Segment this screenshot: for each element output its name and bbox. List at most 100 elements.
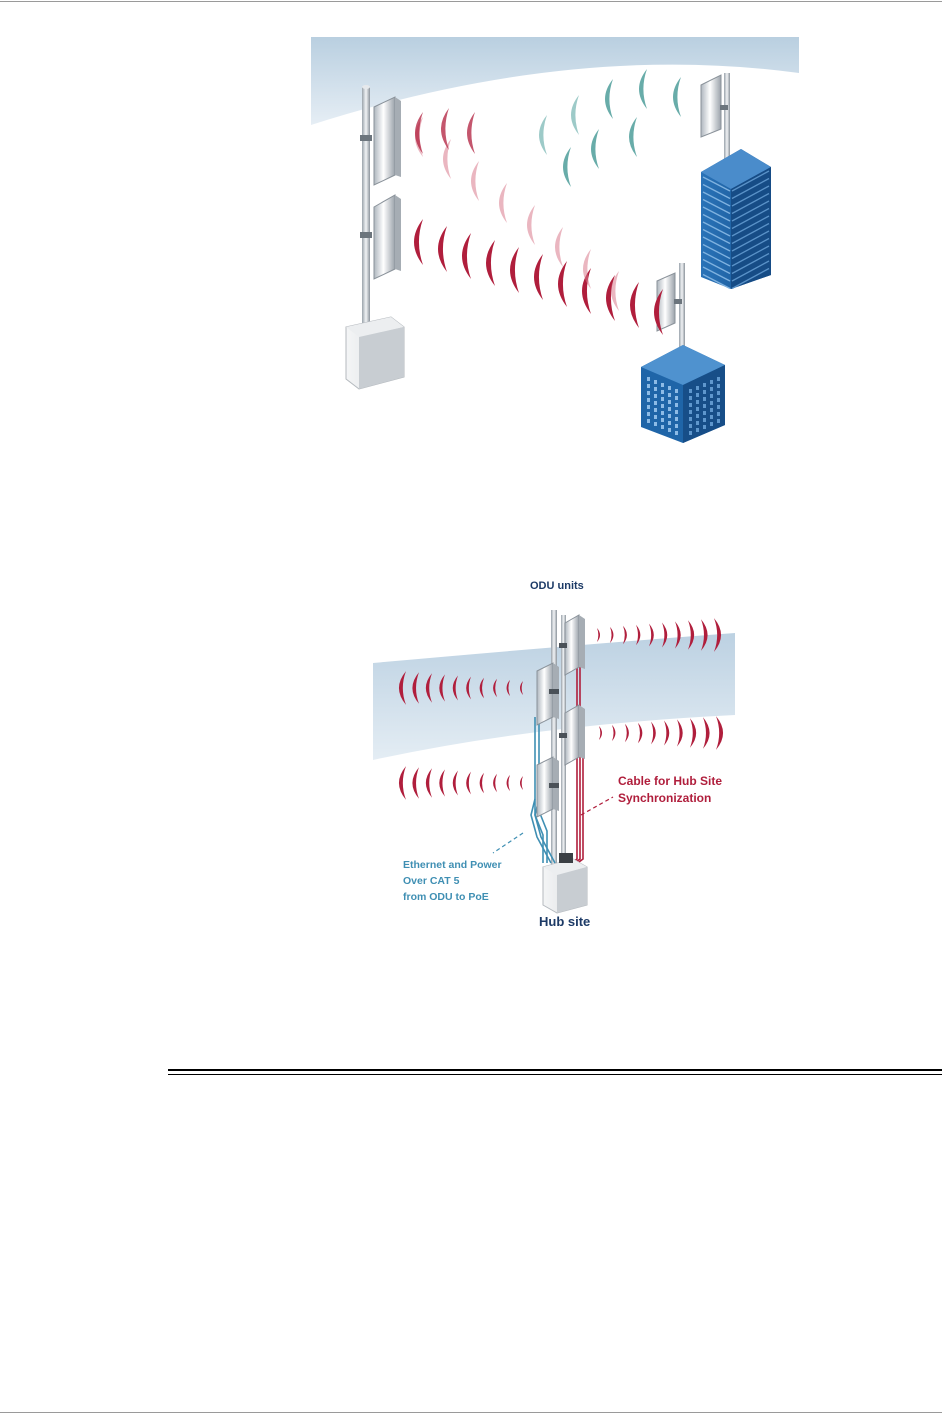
left-mast [362,87,370,327]
building-window [668,386,671,390]
building-window [654,408,657,412]
building-window [647,419,650,423]
hub-site-figure: ODU units Hub site Cable for Hub Site Sy… [373,575,735,937]
section-rule-thin [168,1074,942,1075]
hub-link-arc [399,766,406,800]
red-link-arc [414,219,423,265]
building-window [654,422,657,426]
odu-lower-left [537,757,559,817]
building-window [668,428,671,432]
upper-red-arc [467,112,475,154]
building-window [696,407,699,411]
building-window [675,396,678,400]
teal-link-arc [639,69,647,109]
building-window [647,391,650,395]
building-window [696,400,699,404]
building-window [689,389,692,393]
sync-leader-line [581,797,613,815]
building-window [717,398,720,402]
teal-link-arc [563,147,571,187]
red-link-arc [558,261,567,307]
building-window [703,404,706,408]
poe-label-line2: Over CAT 5 [403,875,460,887]
hub-link-arc [651,722,656,745]
building-window [696,414,699,418]
signal-arcs [414,69,681,335]
building-window [675,417,678,421]
building-window [689,403,692,407]
wireless-links-illustration [311,37,799,447]
red-link-arc [486,240,495,286]
building-window [710,401,713,405]
hub-link-arc [612,725,615,741]
building-window [661,418,664,422]
hub-link-arc [638,723,642,744]
building-window [654,394,657,398]
building-window [647,398,650,402]
building-window [703,425,706,429]
building-window [661,383,664,387]
building-window [668,393,671,397]
page-top-border [0,1,942,2]
hub-link-arc [703,717,710,749]
red-link-arc [462,233,471,279]
building-window [654,415,657,419]
building-window [696,421,699,425]
building-window [710,394,713,398]
building-window [654,380,657,384]
hub-link-arc [520,776,523,790]
odu-units-label: ODU units [530,580,584,592]
teal-link-arc [605,79,613,119]
building-window [661,397,664,401]
lower-right-odu [657,273,682,331]
building-window [689,424,692,428]
hub-link-arc [507,775,510,791]
hub-link-arc [493,774,497,792]
building-window [696,386,699,390]
hub-link-arc [453,771,458,796]
poe-leader-line [493,833,523,853]
building-window [703,390,706,394]
pink-link-arc [555,227,563,267]
building-window [675,424,678,428]
odu-upper-left [537,663,559,725]
building-window [696,428,699,432]
hub-link-arc [597,628,600,642]
hub-site-label: Hub site [539,914,590,929]
hub-link-arc [466,772,471,795]
building-window [703,418,706,422]
poe-label-line1: Ethernet and Power [403,859,502,871]
building-window [717,391,720,395]
building-window [710,422,713,426]
sync-label-line1: Cable for Hub Site [618,774,722,788]
teal-link-arc [539,115,547,155]
building-window [661,390,664,394]
building-window [654,387,657,391]
building-window [675,403,678,407]
building-window [710,380,713,384]
building-window [717,419,720,423]
hub-link-arc [426,768,432,797]
upper-red-arc [415,112,423,154]
building-window [710,415,713,419]
hub-link-arc [664,721,669,746]
teal-link-arc [629,117,637,157]
hub-link-arc [439,769,445,796]
hub-link-arc [625,724,629,742]
hub-link-arc [716,716,723,750]
building-window [647,405,650,409]
pink-link-arc [611,271,619,311]
building-window [675,431,678,435]
building-window [703,397,706,401]
hub-link-arc [677,719,683,746]
building-window [675,389,678,393]
sync-label-line2: Synchronization [618,791,711,805]
building-window [668,400,671,404]
teal-link-arc [571,95,579,135]
building-window [661,425,664,429]
building-window [654,401,657,405]
building-window [717,377,720,381]
building-window [703,411,706,415]
building-window [717,384,720,388]
poe-label-line3: from ODU to PoE [403,891,489,903]
